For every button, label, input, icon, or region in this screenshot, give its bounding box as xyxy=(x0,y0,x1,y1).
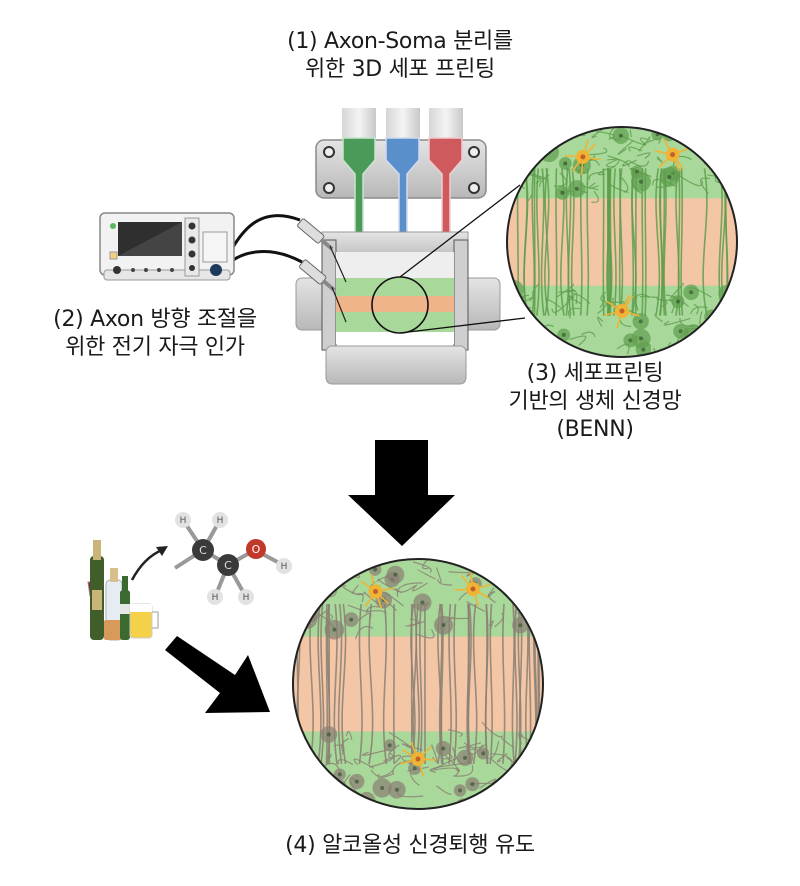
label-step2-electrical-stimulation: (2) Axon 방향 조절을 위한 전기 자극 인가 xyxy=(10,306,300,362)
axon-line xyxy=(467,603,472,765)
axon-line xyxy=(358,603,363,765)
axon-line xyxy=(606,168,611,316)
neuron-soma xyxy=(702,327,717,342)
label-step3-line1: (3) 세포프린팅 xyxy=(526,361,664,386)
label-step3-line2: 기반의 생체 신경망 xyxy=(508,389,682,414)
screw-icons xyxy=(323,146,480,194)
neuron-soma xyxy=(518,564,531,577)
axon-line xyxy=(586,168,590,316)
diagonal-arrow-icon xyxy=(165,636,270,713)
layer-green-top xyxy=(336,278,454,296)
electrode-cables xyxy=(222,214,303,270)
label-step2-line2: 위한 전기 자극 인가 xyxy=(65,335,245,360)
electrode-connectors xyxy=(297,218,347,323)
zoom-magnifier-circle xyxy=(371,184,526,334)
label-step2-line1: (2) Axon 방향 조절을 xyxy=(53,307,257,332)
neuron-soma xyxy=(507,128,518,143)
stimulator-device-icon xyxy=(99,212,235,281)
neuron-soma xyxy=(523,589,542,609)
neuron-soma xyxy=(507,289,520,308)
label-step3-line3: (BENN) xyxy=(556,417,634,442)
axon-line xyxy=(662,168,666,316)
axon-line xyxy=(472,603,478,765)
label-step4-line1: (4) 알코올성 신경퇴행 유도 xyxy=(285,833,535,858)
neuron-soma xyxy=(315,775,331,791)
curved-arrow-icon xyxy=(130,548,163,581)
axon-line xyxy=(453,603,458,765)
neuron-soma xyxy=(693,133,707,147)
axon-line xyxy=(613,168,617,316)
neural-network-degenerated xyxy=(293,559,543,809)
axon-line xyxy=(502,603,506,765)
axon-line xyxy=(523,168,529,316)
layer-orange xyxy=(336,296,454,312)
label-step1-line2: 위한 3D 세포 프린팅 xyxy=(305,57,495,82)
down-arrow-icon xyxy=(348,440,455,546)
axon-line xyxy=(702,168,708,316)
axon-line xyxy=(535,168,540,316)
neural-network-healthy xyxy=(507,127,737,357)
axon-line xyxy=(619,168,624,316)
svg-text:C: C xyxy=(224,559,232,572)
alcohol-bottles-icon xyxy=(87,540,159,641)
svg-text:H: H xyxy=(217,516,224,526)
neuron-soma xyxy=(705,141,720,155)
neuron-soma xyxy=(704,309,720,325)
axon-line xyxy=(320,603,325,765)
label-step1-3d-cell-printing: (1) Axon-Soma 분리를 위한 3D 세포 프린팅 xyxy=(230,28,570,84)
axon-line xyxy=(724,168,728,316)
axon-line xyxy=(544,168,550,316)
axon-line xyxy=(325,603,329,765)
axon-line xyxy=(317,603,322,765)
neuron-soma xyxy=(342,559,360,576)
svg-text:H: H xyxy=(243,593,250,603)
ethanol-molecule-icon: H H H H H C C O xyxy=(173,512,292,605)
svg-text:C: C xyxy=(199,544,207,557)
label-step3-benn: (3) 세포프린팅 기반의 생체 신경망 (BENN) xyxy=(470,360,720,444)
curved-arrow-head xyxy=(156,546,168,556)
neuron-soma xyxy=(716,314,736,334)
svg-text:O: O xyxy=(252,543,261,556)
svg-text:H: H xyxy=(281,562,288,572)
bioreactor-chamber-icon xyxy=(295,231,501,385)
axon-line xyxy=(296,603,300,765)
axon-line xyxy=(415,603,420,765)
axon-line xyxy=(659,168,663,316)
svg-text:H: H xyxy=(212,593,219,603)
axon-line xyxy=(565,168,570,316)
axon-line xyxy=(540,168,545,316)
axon-line xyxy=(484,603,489,765)
label-step4-alcohol-neurodegeneration: (4) 알코올성 신경퇴행 유도 xyxy=(200,832,620,860)
neuron-soma xyxy=(523,591,543,611)
axon-line xyxy=(655,168,661,316)
svg-text:H: H xyxy=(180,516,187,526)
neuron-soma xyxy=(505,780,520,795)
label-step1-line1: (1) Axon-Soma 분리를 xyxy=(287,29,513,54)
axon-line xyxy=(368,603,374,765)
printer-nozzle-icon xyxy=(315,108,487,235)
